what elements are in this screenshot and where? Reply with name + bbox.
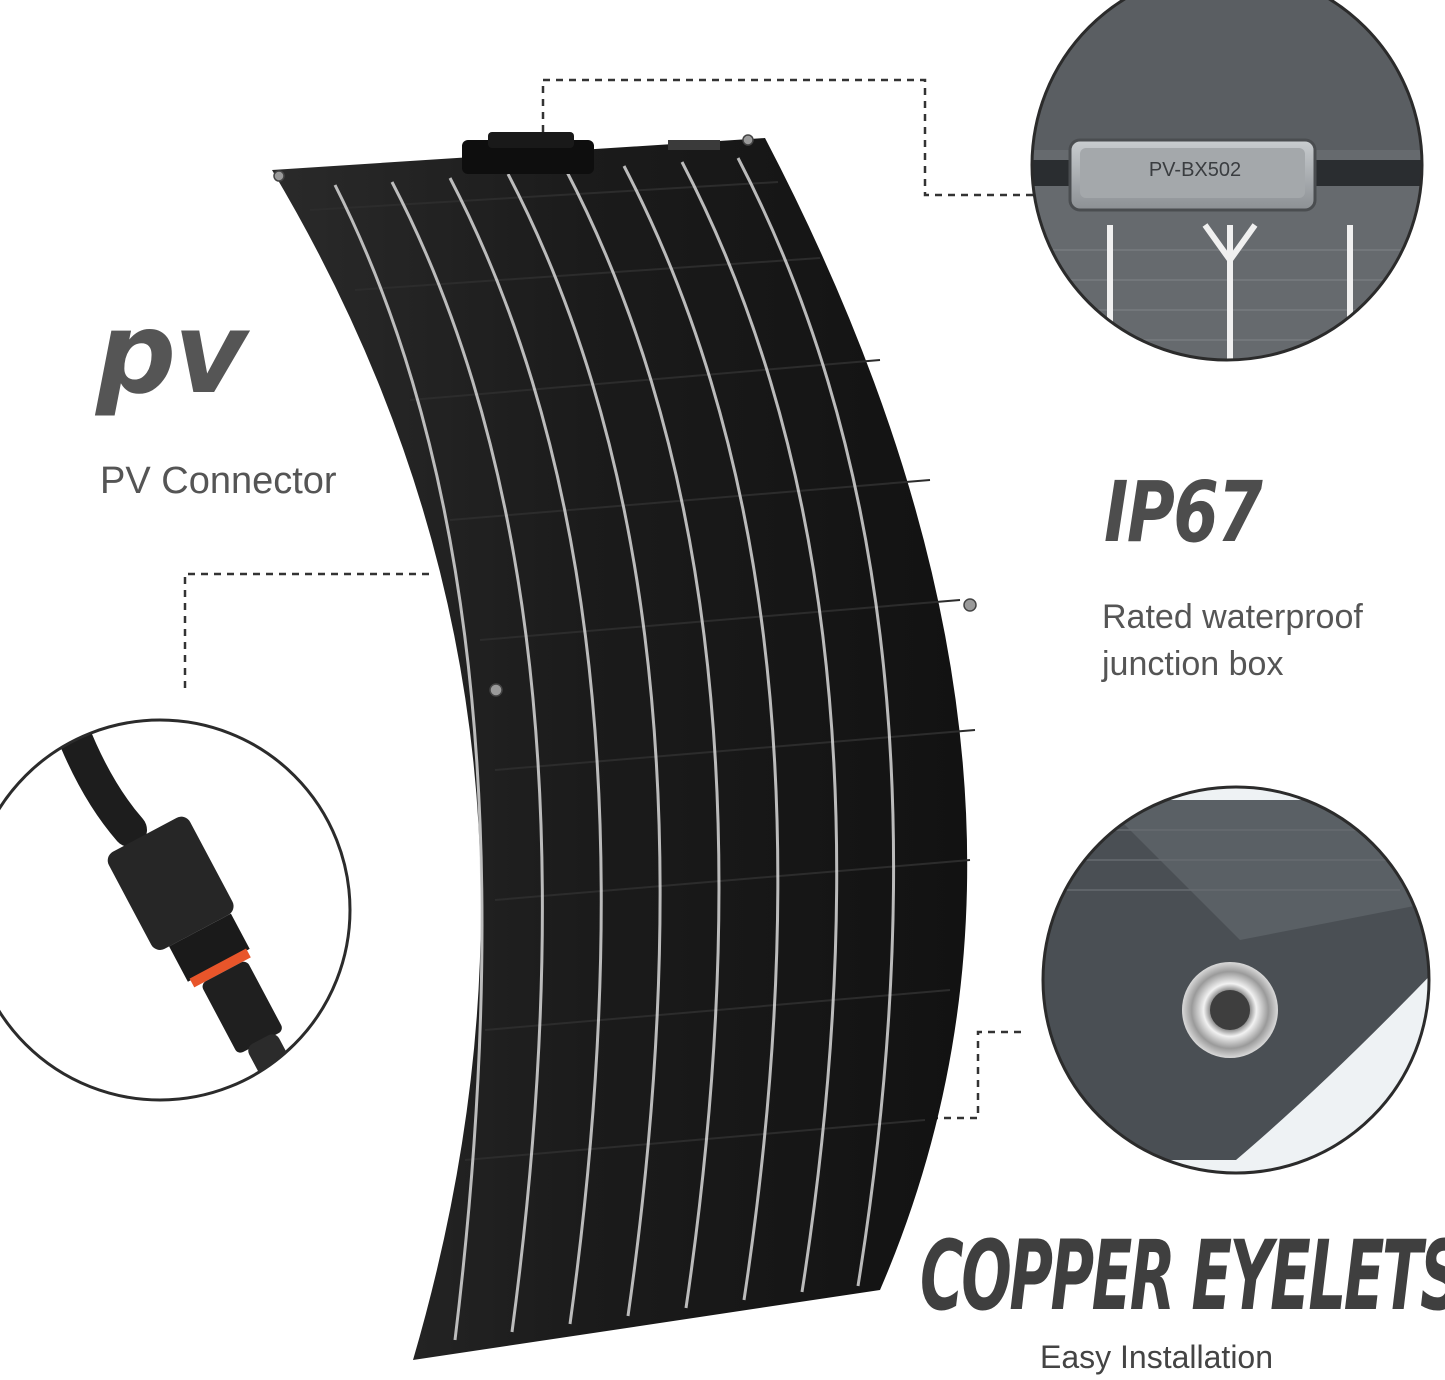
pv-connector-closeup-image xyxy=(0,718,352,1102)
leader-lines xyxy=(183,78,1035,1120)
pv-heading: pv xyxy=(96,289,247,419)
junction-box-marking: PV-BX502 xyxy=(1149,159,1241,181)
solar-panel-image xyxy=(272,132,977,1360)
junction-box-closeup-image xyxy=(1030,0,1424,362)
ip67-heading: IP67 xyxy=(1104,463,1263,561)
copper-eyelets-heading: COPPER EYELETS xyxy=(920,1220,1445,1332)
junction-caption-line2: junction box xyxy=(1102,645,1284,683)
junction-box-marking-text: PV-BX502 xyxy=(1149,159,1241,181)
connector-ring xyxy=(189,948,251,988)
easy-installation-caption: Easy Installation xyxy=(1040,1339,1274,1375)
copper-eyelet-closeup-image xyxy=(1041,785,1431,1175)
junction-caption-line1: Rated waterproof xyxy=(1102,598,1363,636)
pv-connector-caption: PV Connector xyxy=(100,460,337,502)
